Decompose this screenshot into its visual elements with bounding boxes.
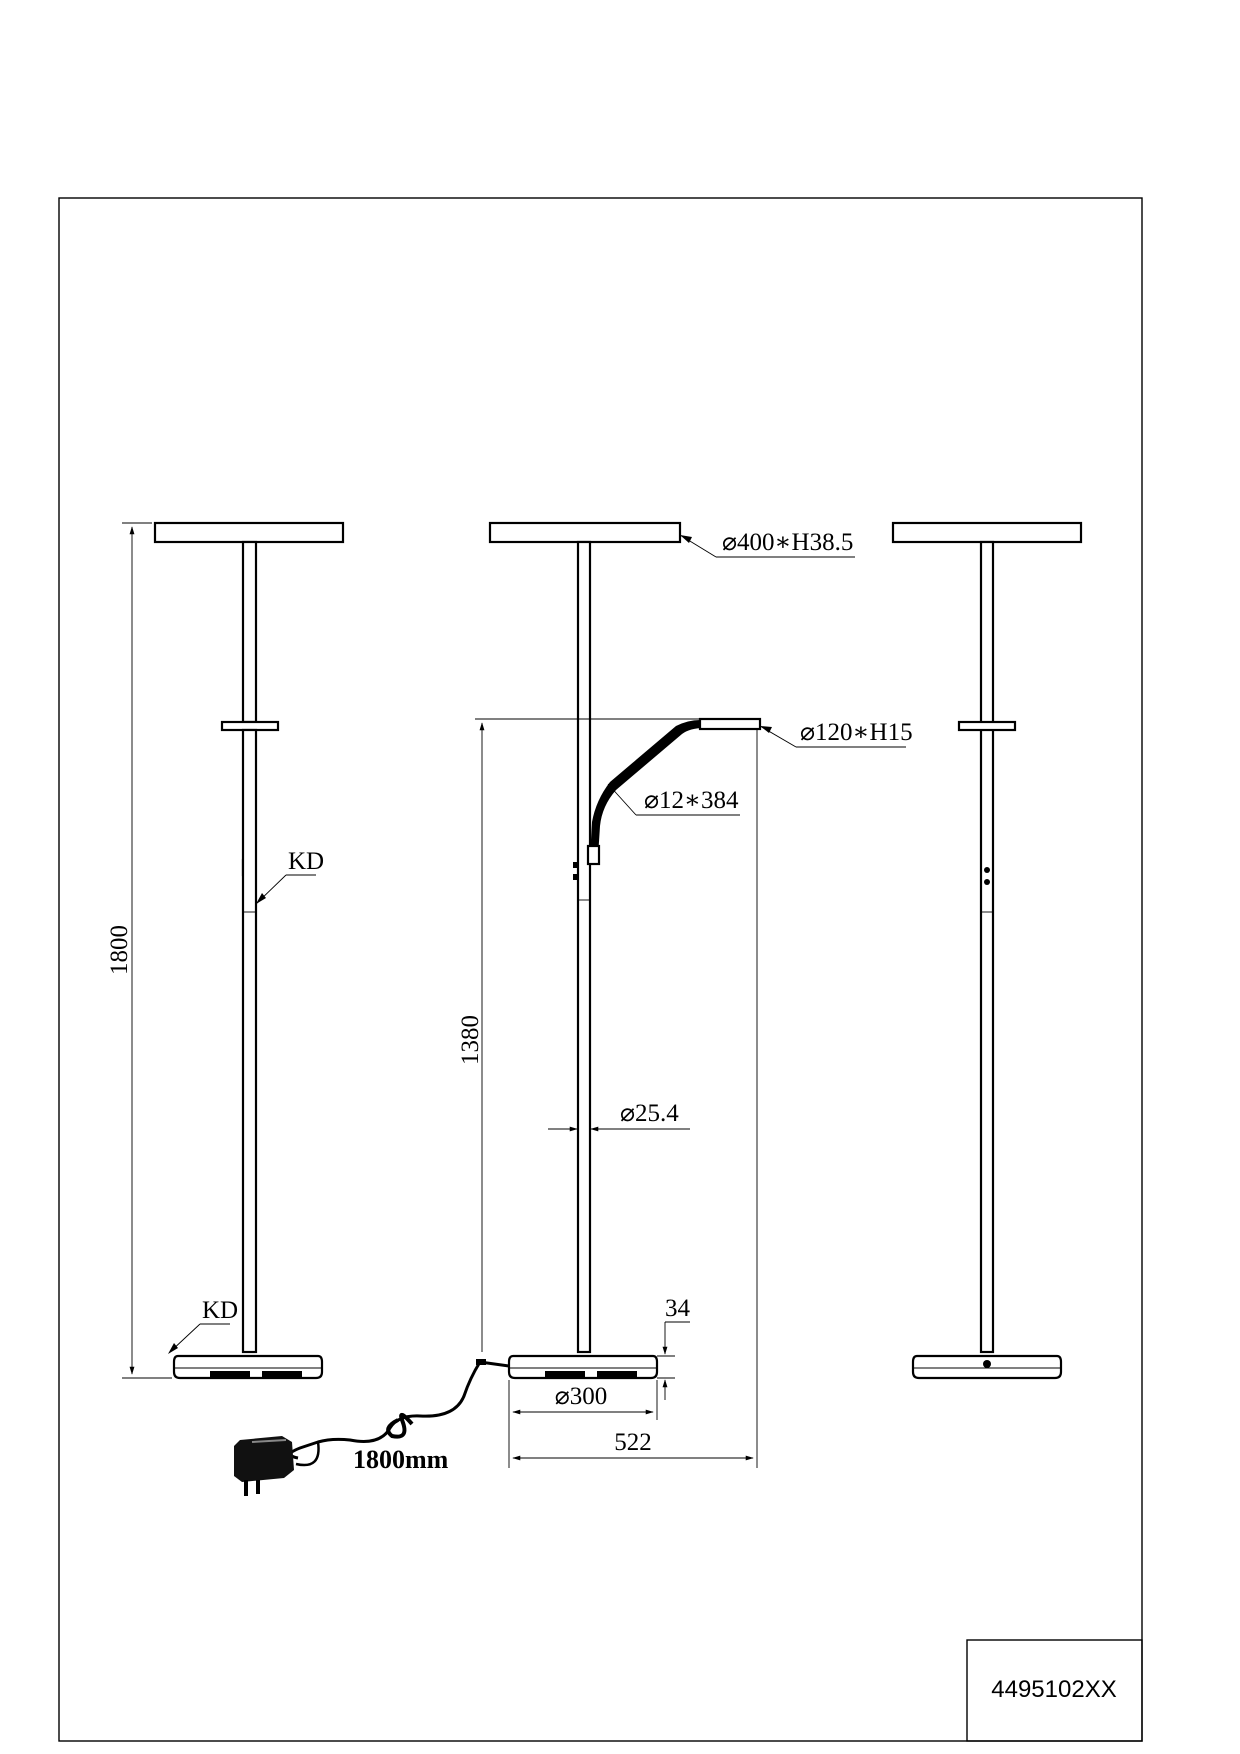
pole-right <box>979 540 995 1354</box>
reading-plate-right <box>957 720 1017 732</box>
flex-arm-callout: ⌀12∗384 <box>607 783 740 816</box>
label-cable-length: 1800mm <box>353 1445 449 1474</box>
part-number: 4495102XX <box>991 1676 1116 1703</box>
label-arm-height: 1380 <box>457 1015 484 1065</box>
reading-plate-left <box>220 720 280 732</box>
drawing-frame <box>58 197 1143 1742</box>
label-flex-arm: ⌀12∗384 <box>644 787 739 814</box>
dimension-total-height: 1800 <box>106 522 172 1379</box>
kd-callout-upper: KD <box>255 848 324 905</box>
label-total-height: 1800 <box>106 925 133 975</box>
shade-middle <box>488 521 682 544</box>
power-cable: 1800mm <box>234 1359 510 1496</box>
label-shade: ⌀400∗H38.5 <box>722 529 853 556</box>
pole-left-lower <box>241 728 258 1354</box>
label-pole: ⌀25.4 <box>620 1100 679 1127</box>
pole-middle <box>576 540 592 1354</box>
shade-callout: ⌀400∗H38.5 <box>679 529 855 558</box>
label-base-height: 34 <box>665 1295 691 1322</box>
side-view-middle <box>488 521 762 1380</box>
shade-left <box>153 521 345 544</box>
back-view-right <box>891 521 1083 1380</box>
title-block: 4495102XX <box>966 1639 1143 1742</box>
label-total-width: 522 <box>614 1429 652 1456</box>
reading-head-callout: ⌀120∗H15 <box>759 719 913 748</box>
base-diameter-dimension: ⌀300 <box>508 1380 658 1468</box>
pole-diameter-dimension: ⌀25.4 <box>548 1100 690 1132</box>
reading-head <box>698 717 762 731</box>
kd-callout-lower: KD <box>168 1297 238 1354</box>
shade-right <box>891 521 1083 544</box>
flex-arm <box>590 720 704 857</box>
label-kd-lower: KD <box>202 1297 238 1324</box>
front-view-left <box>153 521 345 1380</box>
label-base-diameter: ⌀300 <box>555 1383 608 1410</box>
dimension-arm-height: 1380 <box>457 718 700 1352</box>
base-height-dimension: 34 <box>657 1295 691 1400</box>
label-kd-upper: KD <box>288 848 324 875</box>
label-reading-head: ⌀120∗H15 <box>800 719 913 746</box>
total-width-dimension: 522 <box>512 729 758 1468</box>
pole-left-upper <box>241 540 258 724</box>
power-adapter <box>234 1436 294 1482</box>
